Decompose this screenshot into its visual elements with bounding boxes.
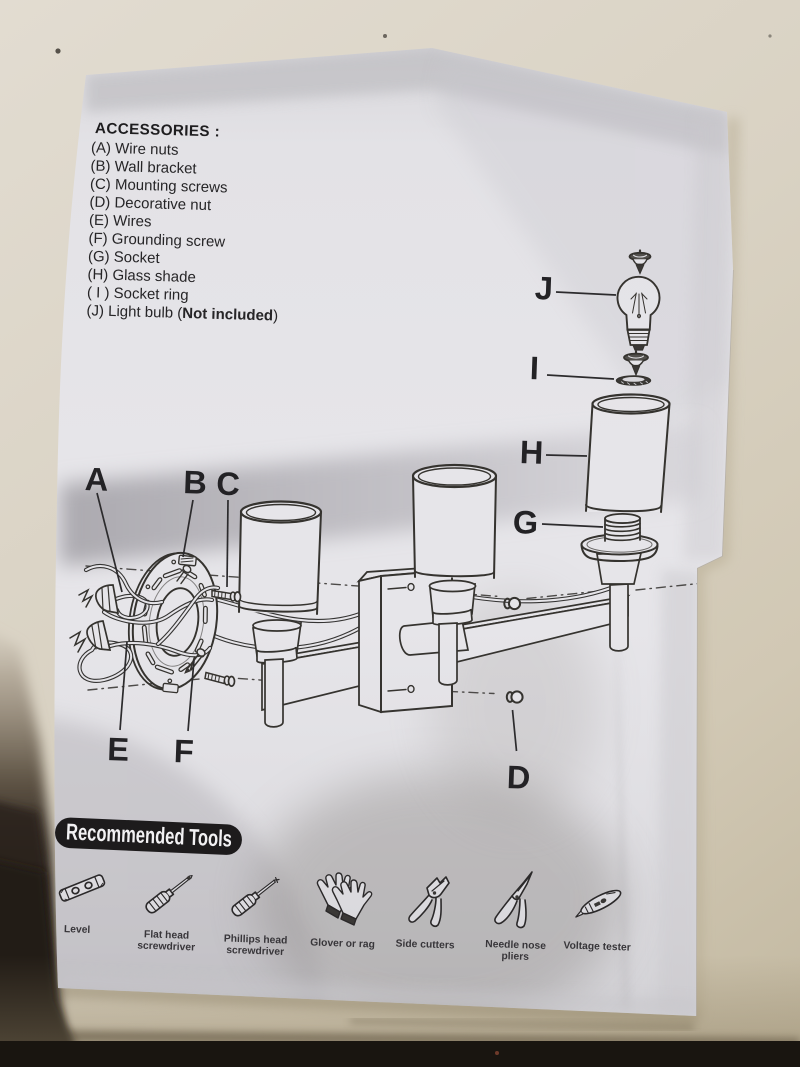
svg-text:(D) Decorative nut: (D) Decorative nut xyxy=(89,194,212,214)
svg-text:pliers: pliers xyxy=(501,951,529,963)
svg-text:(J) Light bulb (Not included): (J) Light bulb (Not included) xyxy=(86,302,278,324)
svg-text:Voltage tester: Voltage tester xyxy=(563,940,631,953)
svg-text:(G) Socket: (G) Socket xyxy=(88,248,161,267)
svg-text:H: H xyxy=(519,434,544,471)
svg-text:D: D xyxy=(506,759,531,796)
svg-text:G: G xyxy=(512,504,539,541)
svg-text:Flat head: Flat head xyxy=(144,929,190,941)
svg-text:J: J xyxy=(534,270,553,307)
svg-text:(H) Glass shade: (H) Glass shade xyxy=(87,266,196,286)
svg-text:C: C xyxy=(216,466,241,503)
svg-text:Phillips head: Phillips head xyxy=(224,933,288,946)
svg-text:Glover or rag: Glover or rag xyxy=(310,937,375,950)
svg-text:screwdriver: screwdriver xyxy=(137,941,195,954)
svg-text:ACCESSORIES :: ACCESSORIES : xyxy=(95,120,220,140)
svg-text:( I ) Socket ring: ( I ) Socket ring xyxy=(87,284,189,304)
svg-text:(E) Wires: (E) Wires xyxy=(89,212,152,231)
svg-text:(A) Wire nuts: (A) Wire nuts xyxy=(91,139,179,158)
svg-text:A: A xyxy=(84,461,109,498)
svg-text:Level: Level xyxy=(64,924,91,936)
svg-text:Side cutters: Side cutters xyxy=(395,939,455,952)
svg-text:screwdriver: screwdriver xyxy=(226,945,284,958)
svg-text:B: B xyxy=(183,464,208,501)
svg-text:Needle nose: Needle nose xyxy=(485,939,546,952)
svg-text:I: I xyxy=(529,350,539,386)
svg-text:F: F xyxy=(173,733,194,770)
svg-text:E: E xyxy=(107,731,130,768)
svg-text:(B) Wall bracket: (B) Wall bracket xyxy=(90,157,197,177)
svg-text:(F) Grounding screw: (F) Grounding screw xyxy=(88,230,225,251)
svg-text:(C) Mounting screws: (C) Mounting screws xyxy=(90,176,228,197)
